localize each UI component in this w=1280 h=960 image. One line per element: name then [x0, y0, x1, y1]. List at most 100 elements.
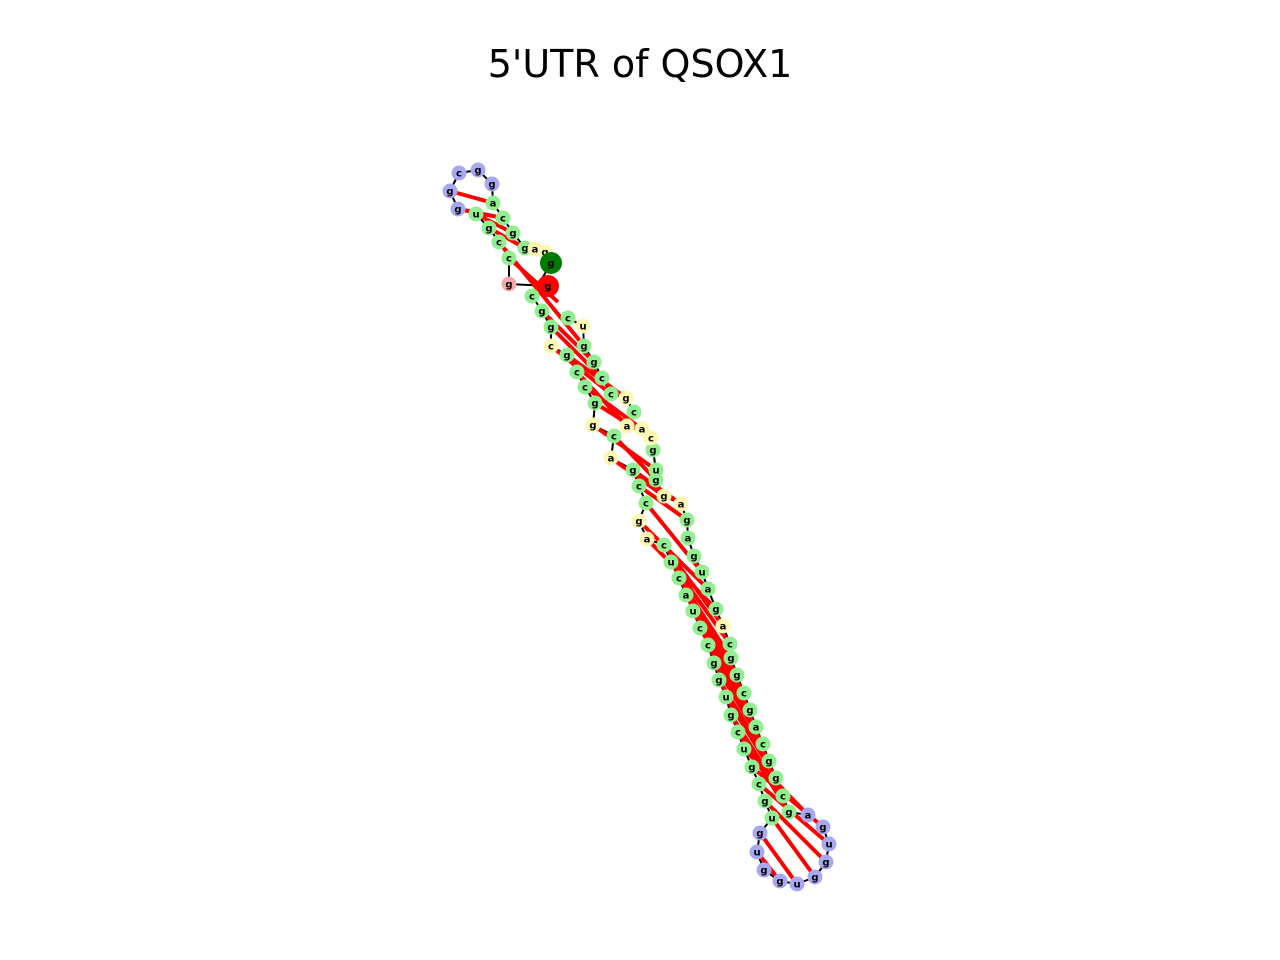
nucleotide-label: u: [472, 210, 479, 221]
nucleotide-label: g: [622, 394, 629, 405]
nucleotide-43: g: [711, 672, 727, 688]
nucleotide-marker: [685, 603, 701, 619]
nucleotide-marker: [645, 442, 661, 458]
nucleotide-28: c: [606, 428, 622, 444]
nucleotide-60: g: [815, 819, 831, 835]
nucleotide-42: g: [706, 655, 722, 671]
base-pair-bond: [763, 799, 828, 864]
nucleotide-84: g: [645, 442, 661, 458]
nucleotide-label: c: [780, 792, 786, 803]
nucleotide-marker: [560, 310, 576, 326]
nucleotide-label: g: [488, 180, 495, 191]
nucleotide-marker: [524, 288, 540, 304]
nucleotide-37: c: [671, 570, 687, 586]
nucleotide-label: a: [490, 199, 497, 210]
nucleotide-marker: [781, 804, 797, 820]
nucleotide-81: g: [656, 488, 672, 504]
nucleotide-41: c: [700, 637, 716, 653]
nucleotide-label: g: [652, 476, 659, 487]
nucleotide-8: g: [442, 183, 458, 199]
base-pair-bond: [770, 816, 817, 879]
nucleotide-marker: [656, 488, 672, 504]
nucleotide-14: g: [505, 225, 521, 241]
nucleotide-label: c: [727, 640, 733, 651]
nucleotide-label: a: [624, 422, 631, 433]
nucleotide-label: u: [698, 568, 705, 579]
nucleotide-33: g: [631, 513, 647, 529]
nucleotide-label: g: [538, 307, 545, 318]
nucleotide-54: g: [756, 862, 772, 878]
nucleotide-5: g: [481, 220, 497, 236]
nucleotide-46: c: [730, 724, 746, 740]
nucleotide-marker: [495, 210, 511, 226]
nucleotide-9: c: [451, 165, 467, 181]
nucleotide-marker: [736, 685, 752, 701]
nucleotide-65: g: [761, 753, 777, 769]
nucleotide-label: g: [819, 823, 826, 834]
nucleotide-label: a: [678, 500, 685, 511]
nucleotide-79: g: [679, 512, 695, 528]
nucleotide-marker: [484, 176, 500, 192]
nucleotide-label: g: [715, 676, 722, 687]
nucleotide-marker: [576, 338, 592, 354]
nucleotide-marker: [700, 637, 716, 653]
nucleotide-10: g: [470, 162, 486, 178]
nucleotide-label: g: [635, 517, 642, 528]
nucleotide-75: a: [700, 581, 716, 597]
nucleotide-63: c: [775, 788, 791, 804]
nucleotide-marker: [815, 819, 831, 835]
nucleotide-marker: [764, 810, 780, 826]
nucleotide-label: a: [608, 454, 615, 465]
nucleotide-label: g: [727, 654, 734, 665]
nucleotide-marker: [587, 395, 603, 411]
nucleotide-label: c: [599, 374, 605, 385]
nucleotide-27: g: [585, 417, 601, 433]
nucleotide-marker: [679, 512, 695, 528]
nucleotide-label: u: [753, 848, 760, 859]
nucleotide-label: c: [565, 314, 571, 325]
nucleotide-2: g: [501, 276, 517, 292]
nucleotide-label: c: [760, 740, 766, 751]
nucleotide-marker: [585, 417, 601, 433]
nucleotide-44: u: [718, 689, 734, 705]
nucleotide-marker: [451, 165, 467, 181]
nucleotide-label: g: [547, 323, 554, 334]
nucleotide-11: g: [484, 176, 500, 192]
nucleotide-marker: [663, 554, 679, 570]
nucleotide-label: g: [785, 808, 792, 819]
nucleotide-marker: [491, 234, 507, 250]
nucleotide-marker: [686, 548, 702, 564]
nucleotide-83: u: [648, 462, 664, 478]
nucleotide-marker: [723, 650, 739, 666]
nucleotide-marker: [468, 206, 484, 222]
nucleotide-marker: [751, 776, 767, 792]
nucleotide-marker: [757, 793, 773, 809]
base-pair-bond: [540, 309, 596, 364]
nucleotide-50: g: [757, 793, 773, 809]
nucleotide-marker: [586, 354, 602, 370]
nucleotide-93: g: [576, 338, 592, 354]
nucleotide-marker: [818, 854, 834, 870]
nucleotide-22: c: [543, 338, 559, 354]
nucleotide-90: c: [603, 386, 619, 402]
nucleotide-19: c: [524, 288, 540, 304]
nucleotide-12: a: [485, 195, 501, 211]
nucleotide-label: g: [649, 446, 656, 457]
nucleotide-78: a: [680, 530, 696, 546]
nucleotide-66: c: [755, 736, 771, 752]
nucleotide-label: c: [636, 482, 642, 493]
nucleotide-25: c: [577, 379, 593, 395]
nucleotide-56: u: [789, 876, 805, 892]
nucleotide-label: g: [541, 248, 548, 259]
nucleotide-marker: [626, 404, 642, 420]
nucleotide-label: u: [652, 466, 659, 477]
nucleotide-marker: [715, 618, 731, 634]
nucleotide-marker: [768, 770, 784, 786]
nucleotide-marker: [692, 620, 708, 636]
nucleotide-marker: [543, 319, 559, 335]
nucleotide-marker: [501, 250, 517, 266]
nucleotide-label: g: [629, 466, 636, 477]
nucleotide-label: g: [683, 516, 690, 527]
